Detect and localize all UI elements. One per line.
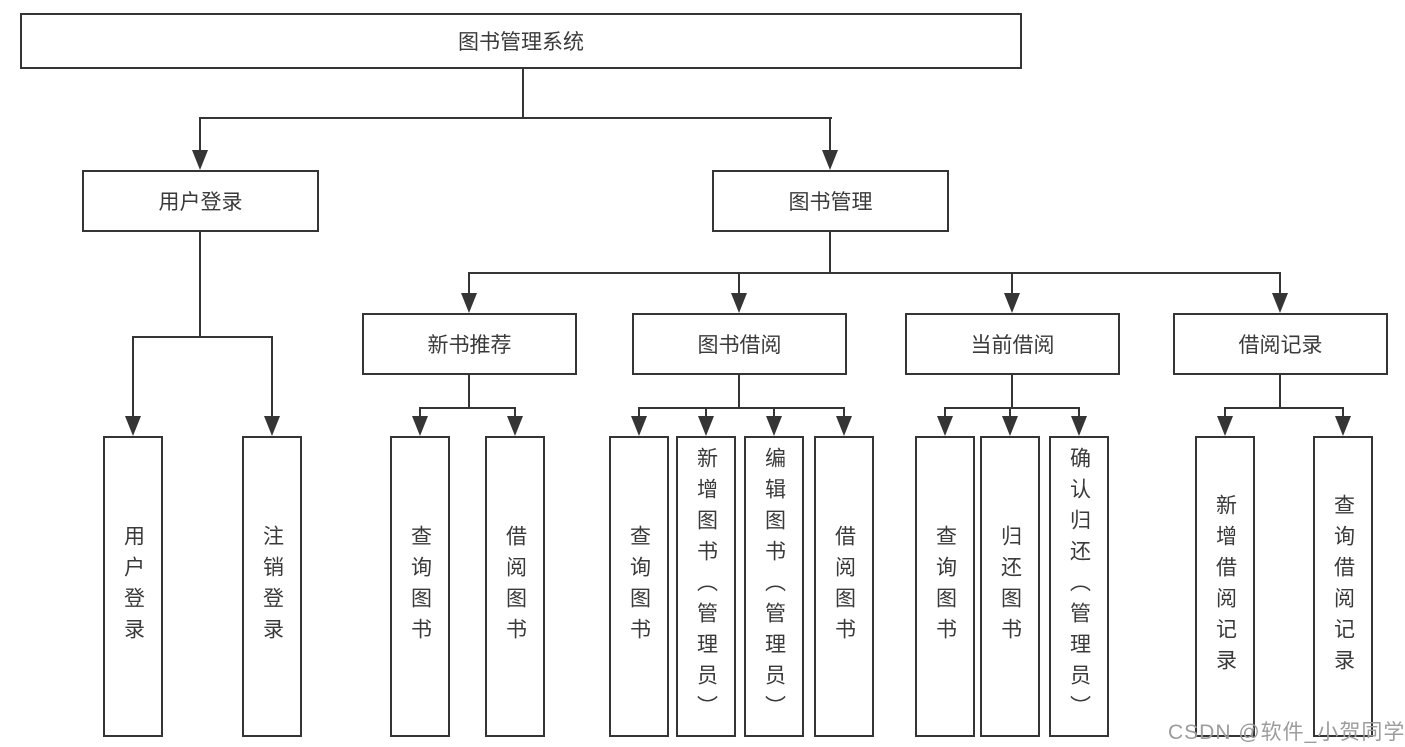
leaf-user-login: 用户登录 [103, 436, 163, 737]
arrow-down-icon [731, 293, 747, 313]
leaf-borrowing-edit-books-admin: 编辑图书（管理员） [744, 436, 804, 737]
arrow-down-icon [1217, 416, 1233, 436]
leaf-newbooks-query-books-label: 查询图书 [408, 524, 432, 649]
leaf-current-return-books: 归还图书 [980, 436, 1040, 737]
leaf-current-query-books: 查询图书 [915, 436, 975, 737]
arrow-down-icon [192, 150, 208, 170]
leaf-current-confirm-return-admin: 确认归还（管理员） [1049, 436, 1109, 737]
leaf-newbooks-query-books: 查询图书 [390, 436, 450, 737]
node-borrow-records: 借阅记录 [1173, 313, 1388, 375]
connector-book-borrow-down [738, 374, 740, 408]
leaf-records-add-record: 新增借阅记录 [1195, 436, 1255, 737]
arrow-down-icon [631, 416, 647, 436]
arrow-down-icon [937, 416, 953, 436]
node-new-book-recommend-label: 新书推荐 [427, 334, 512, 357]
node-current-borrowing-label: 当前借阅 [970, 334, 1055, 357]
leaf-borrowing-add-books-admin-label: 新增图书（管理员） [694, 447, 718, 726]
connector-drop-bb-edit [773, 407, 775, 418]
node-user-login-label: 用户登录 [158, 191, 243, 214]
arrow-down-icon [1335, 416, 1351, 436]
connector-drop-leaf-login [132, 336, 134, 419]
leaf-logout-label: 注销登录 [260, 524, 284, 649]
node-book-borrowing: 图书借阅 [632, 313, 847, 375]
leaf-records-query-record: 查询借阅记录 [1313, 436, 1373, 737]
leaf-records-add-record-label: 新增借阅记录 [1213, 493, 1237, 680]
leaf-borrowing-borrow-books: 借阅图书 [814, 436, 874, 737]
connector-borrow-records-down [1279, 374, 1281, 408]
node-library-system-label: 图书管理系统 [458, 31, 584, 54]
arrow-down-icon [1071, 416, 1087, 436]
node-library-system: 图书管理系统 [20, 13, 1022, 69]
arrow-down-icon [264, 416, 280, 436]
connector-root-drop [522, 67, 524, 118]
node-current-borrowing: 当前借阅 [905, 313, 1120, 375]
connector-borrow-records-bus [1224, 407, 1344, 409]
connector-drop-br-query [1342, 407, 1344, 418]
connector-user-login-bus [132, 336, 273, 338]
leaf-logout: 注销登录 [242, 436, 302, 737]
node-book-management: 图书管理 [712, 170, 949, 232]
leaf-borrowing-edit-books-admin-label: 编辑图书（管理员） [762, 447, 786, 726]
arrow-down-icon [507, 416, 523, 436]
arrow-down-icon [412, 416, 428, 436]
connector-drop-bb-query [638, 407, 640, 418]
leaf-records-query-record-label: 查询借阅记录 [1331, 493, 1355, 680]
node-borrow-records-label: 借阅记录 [1238, 334, 1323, 357]
arrow-down-icon [1004, 293, 1020, 313]
connector-new-books-down [468, 374, 470, 408]
node-new-book-recommend: 新书推荐 [362, 313, 577, 375]
arrow-down-icon [822, 150, 838, 170]
connector-current-borrow-bus [944, 407, 1080, 409]
leaf-borrowing-add-books-admin: 新增图书（管理员） [676, 436, 736, 737]
leaf-borrowing-query-books: 查询图书 [609, 436, 669, 737]
connector-drop-user-login [199, 117, 201, 151]
connector-user-login-down [199, 231, 201, 337]
connector-drop-nb-query [419, 407, 421, 418]
arrow-down-icon [836, 416, 852, 436]
connector-drop-borrow-records [1279, 272, 1281, 294]
arrow-down-icon [125, 416, 141, 436]
connector-level2-bus [199, 117, 832, 119]
connector-book-mgmt-down [829, 231, 831, 273]
connector-drop-nb-borrow [514, 407, 516, 418]
arrow-down-icon [766, 416, 782, 436]
connector-drop-bb-add [705, 407, 707, 418]
connector-level3-bus [468, 272, 1281, 274]
node-book-borrowing-label: 图书借阅 [697, 334, 782, 357]
connector-drop-cb-confirm [1078, 407, 1080, 418]
connector-drop-cb-query [944, 407, 946, 418]
leaf-borrowing-query-books-label: 查询图书 [627, 524, 651, 649]
connector-drop-book-borrow [738, 272, 740, 294]
leaf-user-login-label: 用户登录 [121, 524, 145, 649]
connector-drop-leaf-logout [271, 336, 273, 419]
leaf-newbooks-borrow-books: 借阅图书 [485, 436, 545, 737]
node-user-login: 用户登录 [82, 170, 319, 232]
node-book-management-label: 图书管理 [788, 191, 873, 214]
connector-drop-current-borrow [1011, 272, 1013, 294]
connector-drop-bb-borrow [843, 407, 845, 418]
csdn-watermark: CSDN @软件_小贺同学 [1168, 721, 1405, 744]
connector-drop-book-mgmt [829, 117, 831, 151]
leaf-current-return-books-label: 归还图书 [998, 524, 1022, 649]
connector-new-books-bus [419, 407, 516, 409]
leaf-newbooks-borrow-books-label: 借阅图书 [503, 524, 527, 649]
connector-current-borrow-down [1011, 374, 1013, 408]
leaf-borrowing-borrow-books-label: 借阅图书 [832, 524, 856, 649]
connector-book-borrow-bus [638, 407, 845, 409]
connector-drop-br-add [1224, 407, 1226, 418]
leaf-current-query-books-label: 查询图书 [933, 524, 957, 649]
arrow-down-icon [461, 293, 477, 313]
connector-drop-new-books [468, 272, 470, 294]
arrow-down-icon [698, 416, 714, 436]
leaf-current-confirm-return-admin-label: 确认归还（管理员） [1067, 447, 1091, 726]
arrow-down-icon [1272, 293, 1288, 313]
arrow-down-icon [1002, 416, 1018, 436]
connector-drop-cb-return [1009, 407, 1011, 418]
